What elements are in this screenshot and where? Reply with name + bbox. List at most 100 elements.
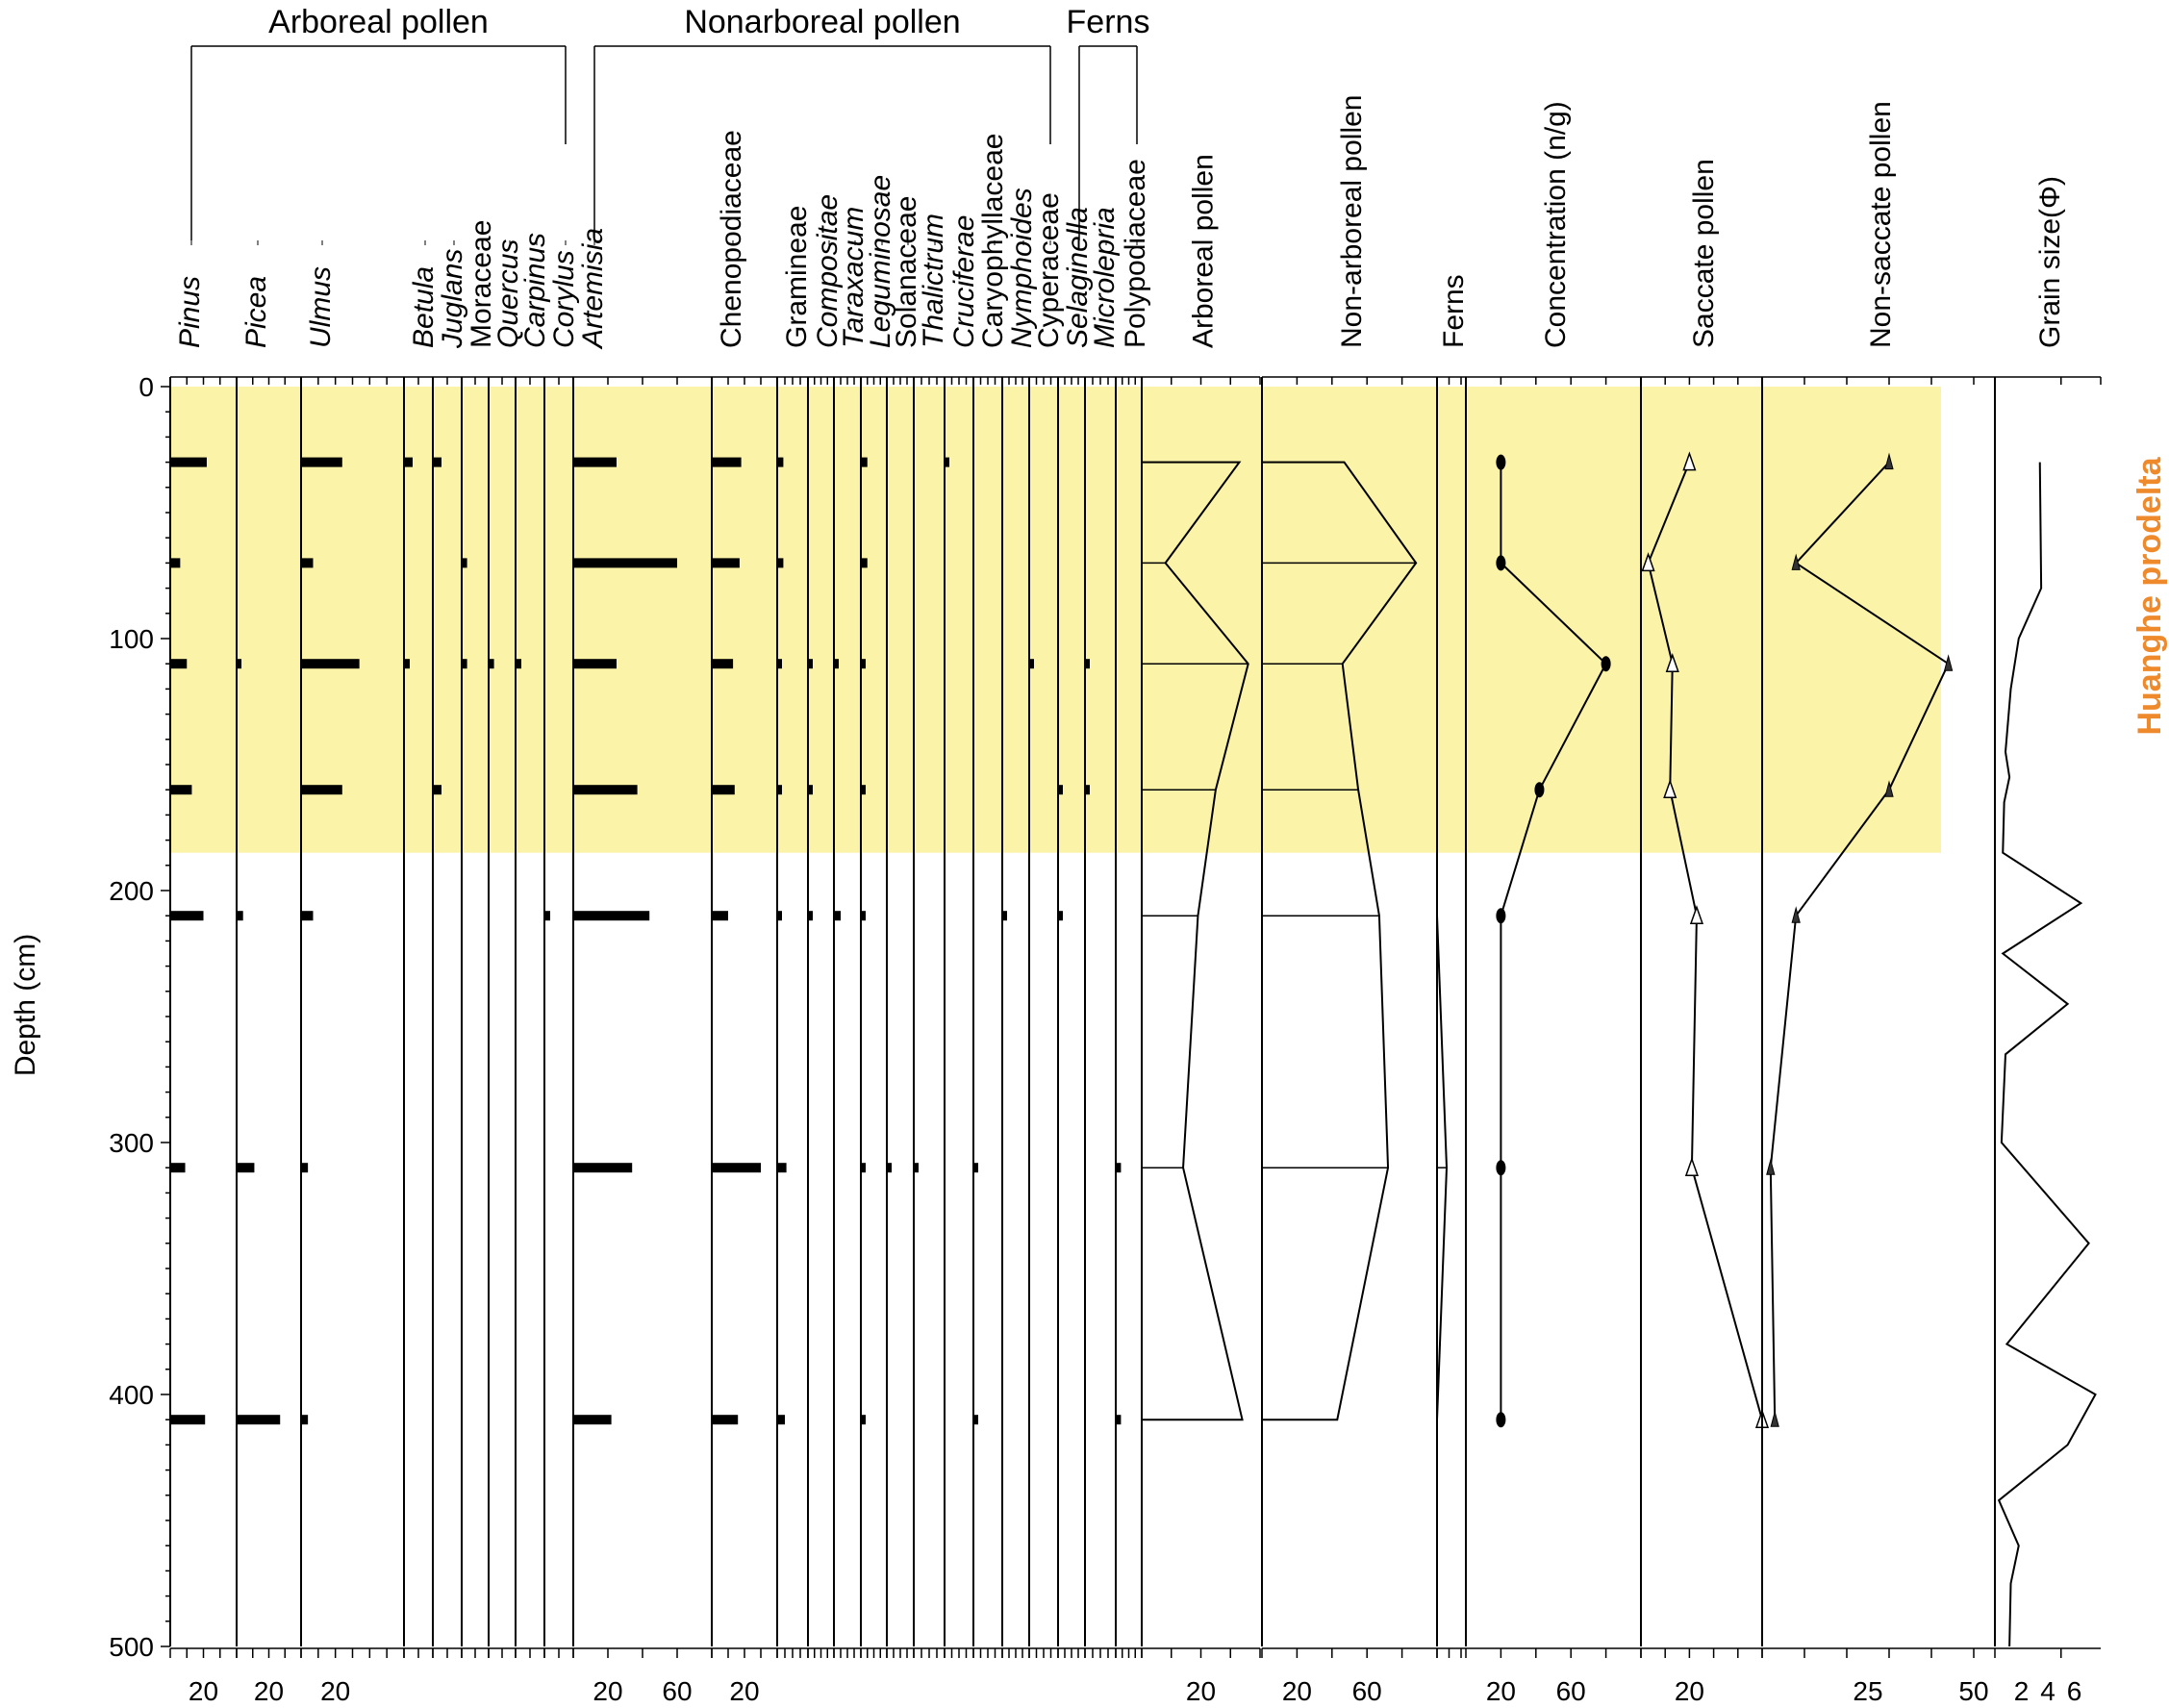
concentration-n-g-point [1601, 656, 1611, 672]
chenopodiaceae-header-label: Chenopodiaceae [716, 130, 747, 348]
ulmus-bar [301, 659, 360, 669]
corylus-header-label: Corylus [548, 250, 580, 348]
artemisia-bar [573, 1163, 633, 1173]
gramineae-bar [777, 911, 782, 921]
moraceae-bar [462, 558, 467, 568]
non-saccate-pollen-point [1791, 553, 1801, 570]
concentration-n-g-point [1496, 1412, 1506, 1428]
ulmus-tick-label: 20 [320, 1676, 350, 1706]
depth-tick-label: 300 [109, 1128, 154, 1158]
saccate-pollen-point [1641, 552, 1655, 572]
compositae-bar [808, 659, 813, 669]
chenopodiaceae-bar [712, 558, 740, 568]
nymphoides-header-label: Nymphoides [1006, 188, 1038, 348]
non-saccate-pollen-header-label: Non-saccate pollen [1865, 101, 1897, 348]
saccate-pollen-point [1684, 1156, 1699, 1176]
carpinus-bar [516, 659, 521, 669]
gramineae-header-label: Gramineae [781, 206, 813, 348]
polypodiaceae-bar [1116, 1163, 1122, 1173]
ulmus-bar [301, 911, 314, 921]
concentration-n-g-point [1496, 1160, 1506, 1176]
leguminosae-bar [861, 1163, 866, 1173]
saccate-pollen-point [1689, 904, 1704, 924]
saccate-pollen-point [1682, 451, 1697, 471]
betula-header-label: Betula [408, 266, 440, 348]
quercus-bar [489, 659, 494, 669]
artemisia-bar [573, 457, 617, 467]
non-saccate-pollen-point [1884, 780, 1894, 797]
saccate-pollen-point [1665, 652, 1679, 672]
artemisia-bar [573, 785, 638, 795]
non-saccate-pollen-point [1791, 906, 1801, 923]
polypodiaceae-header-label: Polypodiaceae [1120, 159, 1151, 348]
ulmus-header-label: Ulmus [305, 266, 337, 348]
ulmus-bar [301, 1415, 309, 1425]
selaginella-header-label: Selaginella [1062, 207, 1094, 348]
artemisia-tick-label: 20 [593, 1676, 622, 1706]
picea-bar [237, 1163, 255, 1173]
concentration-n-g-tick-label: 20 [1486, 1676, 1516, 1706]
arboreal-pollen-tick-label: 20 [1186, 1676, 1216, 1706]
non-saccate-pollen-point [1943, 654, 1954, 671]
moraceae-header-label: Moraceae [466, 220, 497, 348]
caryophyllaceae-header-label: Caryophyllaceae [977, 134, 1009, 348]
picea-tick-label: 20 [254, 1676, 284, 1706]
juglans-header-label: Juglans [437, 249, 468, 349]
arboreal-pollen-header-label: Arboreal pollen [1188, 154, 1220, 348]
arboreal-pollen-group-label: Arboreal pollen [268, 4, 489, 40]
depth-tick-label: 0 [139, 372, 154, 402]
nonarboreal-pollen-group-label: Nonarboreal pollen [684, 4, 960, 40]
leguminosae-bar [861, 457, 868, 467]
y-axis-label: Depth (cm) [10, 934, 41, 1076]
selaginella-bar [1058, 911, 1063, 921]
moraceae-bar [462, 659, 467, 669]
solanaceae-header-label: Solanaceae [891, 196, 922, 348]
gramineae-bar [777, 457, 784, 467]
picea-bar [237, 1415, 281, 1425]
chenopodiaceae-bar [712, 457, 742, 467]
saccate-pollen-tick-label: 20 [1675, 1676, 1704, 1706]
leguminosae-bar [861, 659, 866, 669]
non-saccate-pollen-point [1770, 1410, 1779, 1427]
thalictrum-bar [914, 1163, 919, 1173]
artemisia-bar [573, 659, 617, 669]
gramineae-bar [777, 558, 784, 568]
pinus-bar [170, 558, 181, 568]
non-saccate-pollen-tick-label: 50 [1958, 1676, 1988, 1706]
juglans-bar [433, 457, 441, 467]
concentration-n-g-header-label: Concentration (n/g) [1540, 101, 1572, 348]
artemisia-bar [573, 558, 677, 568]
taraxacum-bar [834, 659, 839, 669]
ulmus-bar [301, 1163, 309, 1173]
caryophyllaceae-bar [973, 1415, 978, 1425]
leguminosae-bar [861, 785, 866, 795]
pinus-bar [170, 659, 188, 669]
artemisia-header-label: Artemisia [577, 228, 609, 350]
pinus-header-label: Pinus [174, 276, 206, 348]
leguminosae-bar [861, 1415, 866, 1425]
gramineae-bar [777, 785, 782, 795]
microlepria-header-label: Microlepria [1089, 207, 1121, 348]
concentration-n-g-point [1496, 555, 1506, 571]
chenopodiaceae-bar [712, 659, 734, 669]
non-arboreal-pollen-tick-label: 20 [1282, 1676, 1312, 1706]
leguminosae-bar [861, 558, 868, 568]
ferns-header-label: Ferns [1438, 274, 1470, 348]
picea-header-label: Picea [240, 276, 272, 348]
zone-label: Huanghe prodelta [2131, 456, 2168, 735]
non-saccate-pollen-point [1766, 1158, 1776, 1175]
ulmus-bar [301, 457, 342, 467]
non-saccate-pollen-point [1884, 452, 1894, 470]
grain-size-curve [1997, 462, 2097, 1647]
grain-size-tick-label: 2 [2014, 1676, 2030, 1706]
concentration-n-g-point [1496, 908, 1506, 924]
polypodiaceae-bar [1116, 1415, 1122, 1425]
saccate-pollen-point [1663, 778, 1677, 798]
compositae-bar [808, 911, 813, 921]
non-arboreal-pollen-tick-label: 60 [1352, 1676, 1382, 1706]
chenopodiaceae-bar [712, 785, 735, 795]
thalictrum-header-label: Thalictrum [918, 214, 949, 348]
depth-tick-label: 400 [109, 1380, 154, 1410]
picea-bar [237, 659, 242, 669]
